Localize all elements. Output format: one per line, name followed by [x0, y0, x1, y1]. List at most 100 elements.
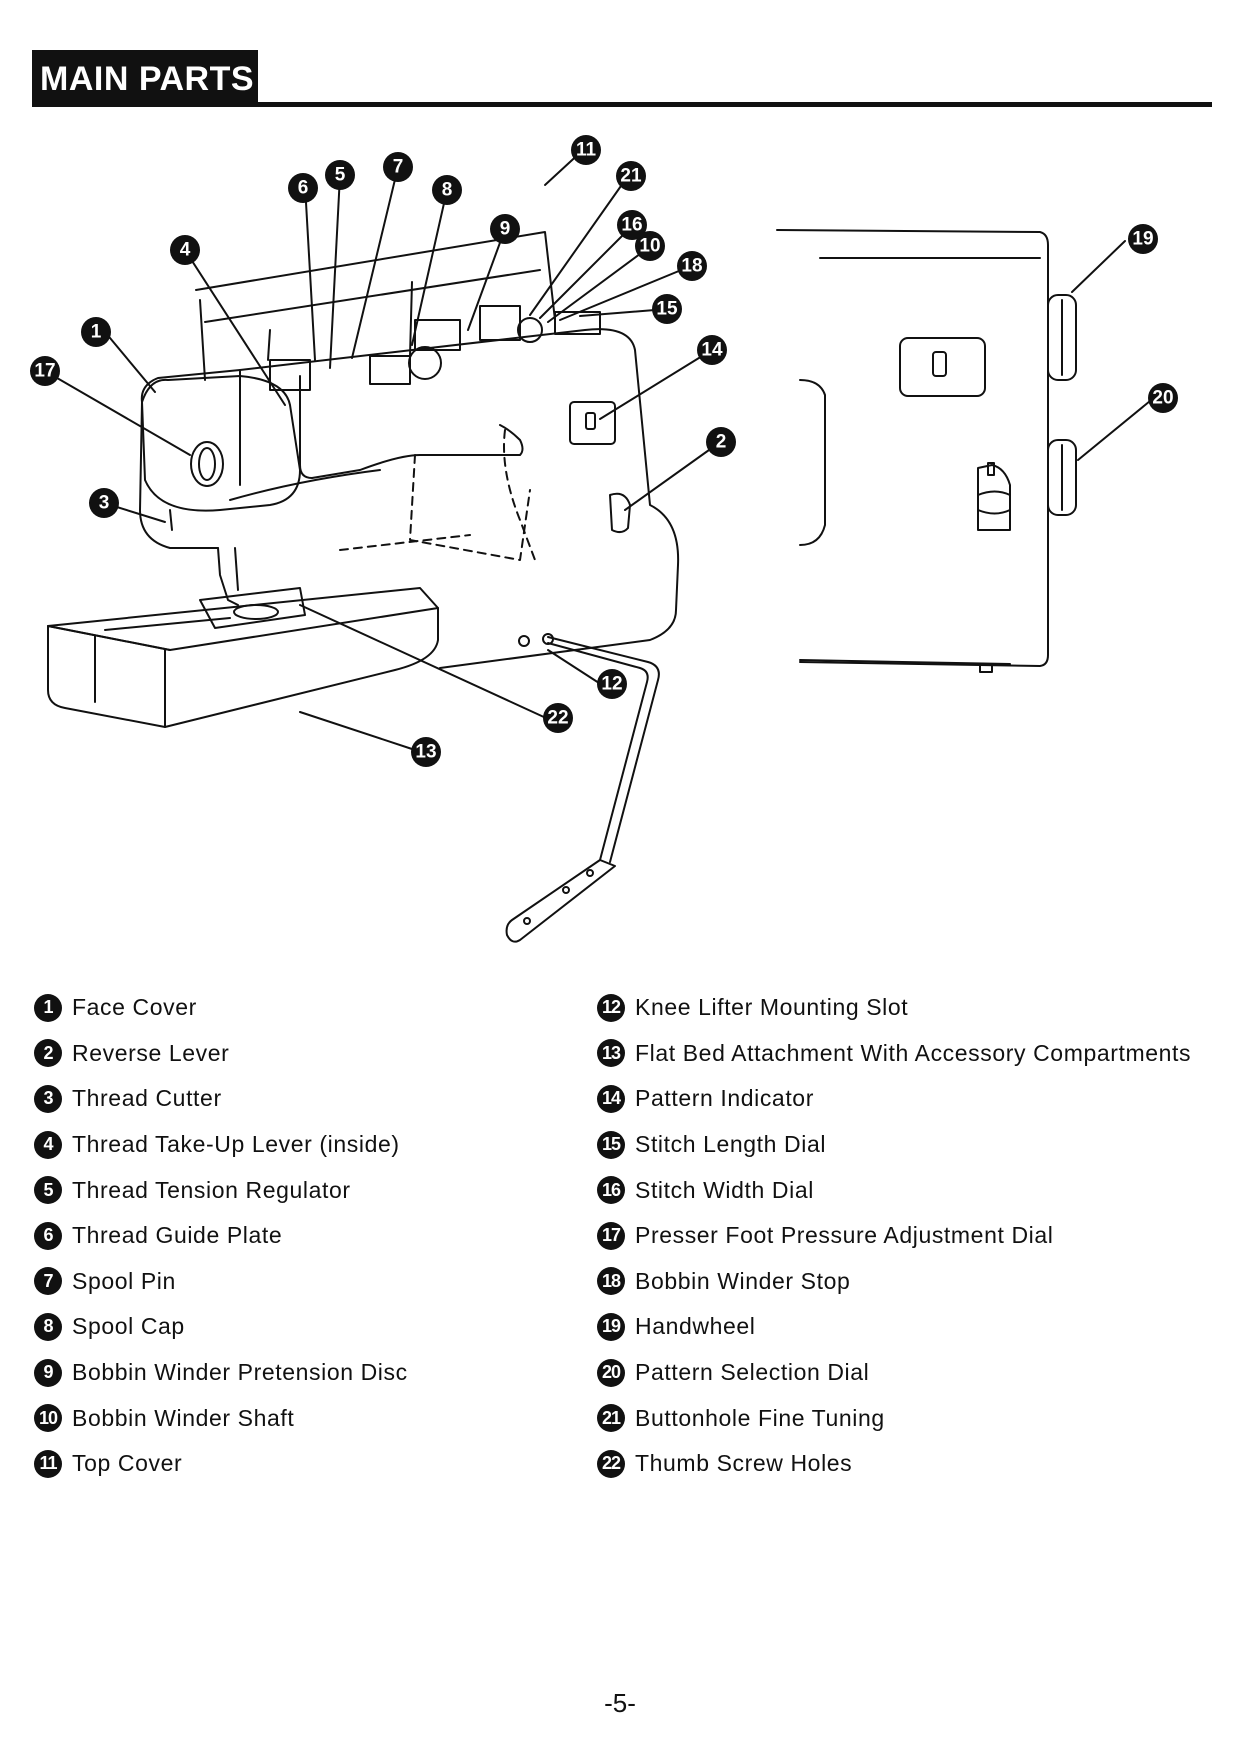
svg-text:10: 10	[639, 236, 660, 257]
svg-text:21: 21	[620, 166, 642, 187]
part-number-badge: 3	[34, 1084, 62, 1113]
callout-10: 10	[635, 231, 665, 261]
part-item-19: 19 Handwheel	[597, 1304, 1191, 1350]
part-item-6: 6 Thread Guide Plate	[34, 1213, 408, 1259]
part-label: Spool Cap	[72, 1313, 185, 1340]
part-label: Knee Lifter Mounting Slot	[635, 994, 909, 1021]
part-label: Presser Foot Pressure Adjustment Dial	[635, 1222, 1054, 1249]
svg-text:22: 22	[547, 708, 568, 729]
callout-9: 9	[490, 214, 520, 244]
part-label: Bobbin Winder Shaft	[72, 1404, 295, 1431]
part-label: Face Cover	[72, 994, 197, 1021]
part-number-badge: 12	[597, 993, 625, 1022]
parts-list-right: 12 Knee Lifter Mounting Slot 13 Flat Bed A…	[597, 985, 1191, 1487]
svg-text:2: 2	[716, 432, 727, 453]
svg-text:16: 16	[621, 215, 642, 236]
callout-14: 14	[697, 335, 727, 365]
part-number-badge: 9	[34, 1358, 62, 1387]
part-number-badge: 21	[597, 1404, 625, 1433]
part-label: Thread Tension Regulator	[72, 1176, 351, 1203]
part-number-badge: 2	[34, 1039, 62, 1068]
part-item-3: 3 Thread Cutter	[34, 1076, 408, 1122]
svg-text:14: 14	[701, 340, 723, 361]
part-label: Stitch Width Dial	[635, 1176, 814, 1203]
callout-12: 12	[597, 669, 627, 699]
svg-text:7: 7	[393, 157, 404, 178]
callout-16: 16	[617, 210, 647, 240]
svg-text:18: 18	[681, 256, 702, 277]
part-item-16: 16 Stitch Width Dial	[597, 1167, 1191, 1213]
callout-7: 7	[383, 152, 413, 182]
part-number-badge: 6	[34, 1221, 62, 1250]
part-label: Bobbin Winder Pretension Disc	[72, 1359, 408, 1386]
callout-2: 2	[706, 427, 736, 457]
part-item-17: 17 Presser Foot Pressure Adjustment Dial	[597, 1213, 1191, 1259]
part-item-9: 9 Bobbin Winder Pretension Disc	[34, 1350, 408, 1396]
callout-22: 22	[543, 703, 573, 733]
leader-lines	[44, 149, 1151, 750]
part-label: Stitch Length Dial	[635, 1131, 827, 1158]
part-number-badge: 13	[597, 1039, 625, 1068]
part-item-18: 18 Bobbin Winder Stop	[597, 1259, 1191, 1305]
svg-text:9: 9	[500, 219, 511, 240]
part-label: Reverse Lever	[72, 1039, 230, 1066]
part-label: Pattern Selection Dial	[635, 1359, 870, 1386]
callout-18: 18	[677, 251, 707, 281]
part-label: Flat Bed Attachment With Accessory Compa…	[635, 1039, 1192, 1066]
part-item-13: 13 Flat Bed Attachment With Accessory Com…	[597, 1031, 1191, 1077]
part-number-badge: 18	[597, 1267, 625, 1296]
part-number-badge: 4	[34, 1130, 62, 1159]
part-item-22: 22 Thumb Screw Holes	[597, 1441, 1191, 1487]
part-item-2: 2 Reverse Lever	[34, 1031, 408, 1077]
callout-4: 4	[170, 235, 200, 265]
part-label: Thumb Screw Holes	[635, 1450, 853, 1477]
part-item-7: 7 Spool Pin	[34, 1259, 408, 1305]
part-number-badge: 1	[34, 993, 62, 1022]
part-number-badge: 7	[34, 1267, 62, 1296]
svg-text:15: 15	[656, 299, 678, 320]
svg-text:4: 4	[180, 240, 191, 261]
part-number-badge: 22	[597, 1449, 625, 1478]
part-label: Thread Cutter	[72, 1085, 222, 1112]
part-label: Thread Guide Plate	[72, 1222, 283, 1249]
part-label: Buttonhole Fine Tuning	[635, 1404, 885, 1431]
part-number-badge: 20	[597, 1358, 625, 1387]
callout-15: 15	[652, 294, 682, 324]
part-label: Spool Pin	[72, 1267, 176, 1294]
page-number: -5-	[604, 1688, 636, 1718]
part-label: Handwheel	[635, 1313, 756, 1340]
side-view-drawing	[776, 229, 1077, 673]
callout-5: 5	[325, 160, 355, 190]
part-label: Top Cover	[72, 1450, 183, 1477]
part-item-5: 5 Thread Tension Regulator	[34, 1167, 408, 1213]
callout-20: 20	[1148, 383, 1178, 413]
callout-3: 3	[89, 488, 119, 518]
svg-text:1: 1	[91, 322, 102, 343]
callout-13: 13	[411, 737, 441, 767]
part-label: Pattern Indicator	[635, 1085, 814, 1112]
callout-1: 1	[81, 317, 111, 347]
part-number-badge: 16	[597, 1176, 625, 1205]
svg-text:13: 13	[415, 742, 436, 763]
part-item-14: 14 Pattern Indicator	[597, 1076, 1191, 1122]
section-title: MAIN PARTS	[32, 50, 259, 106]
header-rule	[32, 102, 1212, 107]
part-number-badge: 11	[34, 1449, 62, 1478]
callout-19: 19	[1128, 224, 1158, 254]
part-number-badge: 17	[597, 1221, 625, 1250]
callout-17: 17	[30, 356, 60, 386]
part-label: Bobbin Winder Stop	[635, 1267, 851, 1294]
svg-text:12: 12	[601, 674, 622, 695]
svg-text:3: 3	[99, 493, 110, 514]
part-item-11: 11 Top Cover	[34, 1441, 408, 1487]
machine-body-drawing	[139, 231, 680, 943]
svg-text:17: 17	[34, 361, 55, 382]
part-item-1: 1 Face Cover	[34, 985, 408, 1031]
callout-6: 6	[288, 173, 318, 203]
part-number-badge: 5	[34, 1176, 62, 1205]
part-item-20: 20 Pattern Selection Dial	[597, 1350, 1191, 1396]
part-number-badge: 19	[597, 1312, 625, 1341]
part-number-badge: 14	[597, 1084, 625, 1113]
